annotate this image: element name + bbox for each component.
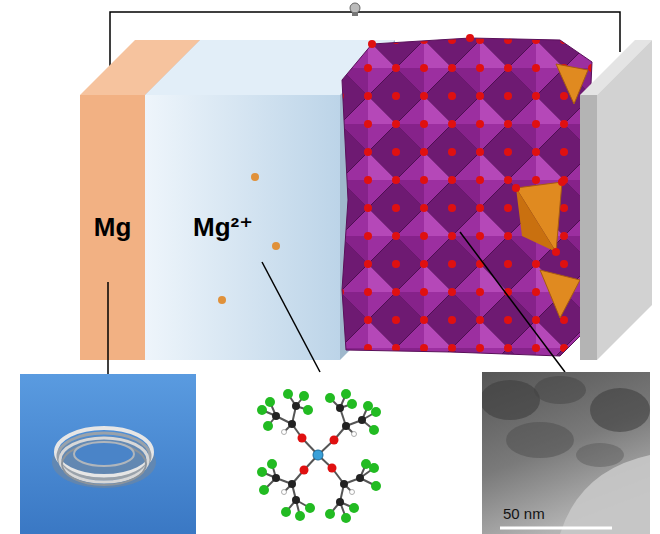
illustration-part xyxy=(288,480,296,488)
illustration-part xyxy=(460,232,565,372)
node-label: Mg xyxy=(94,213,132,242)
illustration-part xyxy=(342,422,350,430)
illustration-part xyxy=(506,422,574,458)
illustration-part xyxy=(516,188,556,252)
illustration-part xyxy=(342,38,594,356)
illustration-part xyxy=(272,474,280,482)
illustration-part xyxy=(262,394,376,518)
illustration-part xyxy=(341,513,351,523)
anode-slab: Mg xyxy=(80,95,145,360)
node-label: Mg²⁺ xyxy=(193,213,253,242)
scale-bar-label: 50 nm xyxy=(503,506,545,523)
illustration-part xyxy=(281,507,291,517)
illustration-part xyxy=(80,95,145,360)
salt-molecule xyxy=(257,389,381,523)
illustration-part xyxy=(267,459,277,469)
illustration-part xyxy=(305,503,315,513)
illustration-part xyxy=(558,178,566,186)
illustration-part xyxy=(74,442,134,466)
illustration-part xyxy=(295,511,305,521)
illustration-part xyxy=(251,173,259,181)
illustration-part xyxy=(368,40,376,48)
illustration-part xyxy=(516,182,562,252)
illustration-part xyxy=(145,95,340,360)
illustration-part xyxy=(272,412,280,420)
illustration-part xyxy=(257,467,267,477)
illustration-part xyxy=(303,405,313,415)
illustration-part xyxy=(292,496,300,504)
illustration-part xyxy=(560,455,650,534)
electrolyte-slab: Mg²⁺ xyxy=(145,95,340,360)
illustration-part xyxy=(341,389,351,399)
illustration-part xyxy=(356,474,364,482)
illustration-part xyxy=(282,430,357,495)
illustration-part xyxy=(282,490,287,495)
illustration-part xyxy=(263,421,273,431)
illustration-part xyxy=(325,393,335,403)
illustration-part xyxy=(369,425,379,435)
illustration-part xyxy=(597,40,652,360)
illustration-part xyxy=(350,3,360,13)
illustration-part xyxy=(60,438,148,482)
illustration-part xyxy=(482,380,540,420)
illustration-part xyxy=(265,397,275,407)
illustration-part xyxy=(330,436,339,445)
illustration-part xyxy=(352,12,358,16)
illustration-part xyxy=(262,262,320,372)
illustration-part xyxy=(358,416,366,424)
illustration-part xyxy=(363,401,373,411)
illustration-part xyxy=(466,34,474,42)
illustration-part xyxy=(257,389,381,523)
current-collector xyxy=(580,40,652,360)
illustration-part xyxy=(313,450,323,460)
illustration-part xyxy=(500,527,612,530)
illustration-part xyxy=(282,430,287,435)
illustration-part xyxy=(218,296,226,304)
illustration-part xyxy=(352,432,357,437)
illustration-part xyxy=(20,374,196,534)
illustration-part xyxy=(534,376,586,404)
illustration-part xyxy=(292,402,300,410)
illustration-part xyxy=(347,399,357,409)
illustration-part xyxy=(552,248,560,256)
illustration-part xyxy=(259,485,269,495)
illustration-part xyxy=(336,404,344,412)
illustration-part xyxy=(361,459,371,469)
illustration-part xyxy=(340,480,348,488)
illustration-part xyxy=(272,402,366,506)
illustration-part xyxy=(62,443,146,485)
illustration-part xyxy=(580,95,597,360)
cathode-crystal xyxy=(342,34,594,356)
illustration-part xyxy=(272,242,280,250)
tem-image xyxy=(482,372,650,534)
illustration-part xyxy=(336,498,344,506)
illustration-part xyxy=(107,282,109,374)
illustration-part xyxy=(576,443,624,467)
illustration-part xyxy=(299,391,309,401)
illustration-part xyxy=(283,389,293,399)
illustration-part xyxy=(540,270,580,318)
leader-lines xyxy=(108,232,565,374)
illustration-part xyxy=(298,434,339,475)
illustration-part xyxy=(298,434,307,443)
illustration-part xyxy=(325,509,335,519)
illustration-part xyxy=(350,490,355,495)
illustration-part xyxy=(328,464,337,473)
illustration-part xyxy=(257,405,267,415)
illustration-part xyxy=(288,420,296,428)
illustration-part xyxy=(590,388,650,432)
illustration-part xyxy=(371,481,381,491)
illustration-part xyxy=(349,503,359,513)
illustration-part xyxy=(371,407,381,417)
illustration-part xyxy=(300,466,309,475)
illustration-part xyxy=(512,184,520,192)
mg-foil-photo xyxy=(20,374,196,534)
illustration-part xyxy=(58,433,150,479)
